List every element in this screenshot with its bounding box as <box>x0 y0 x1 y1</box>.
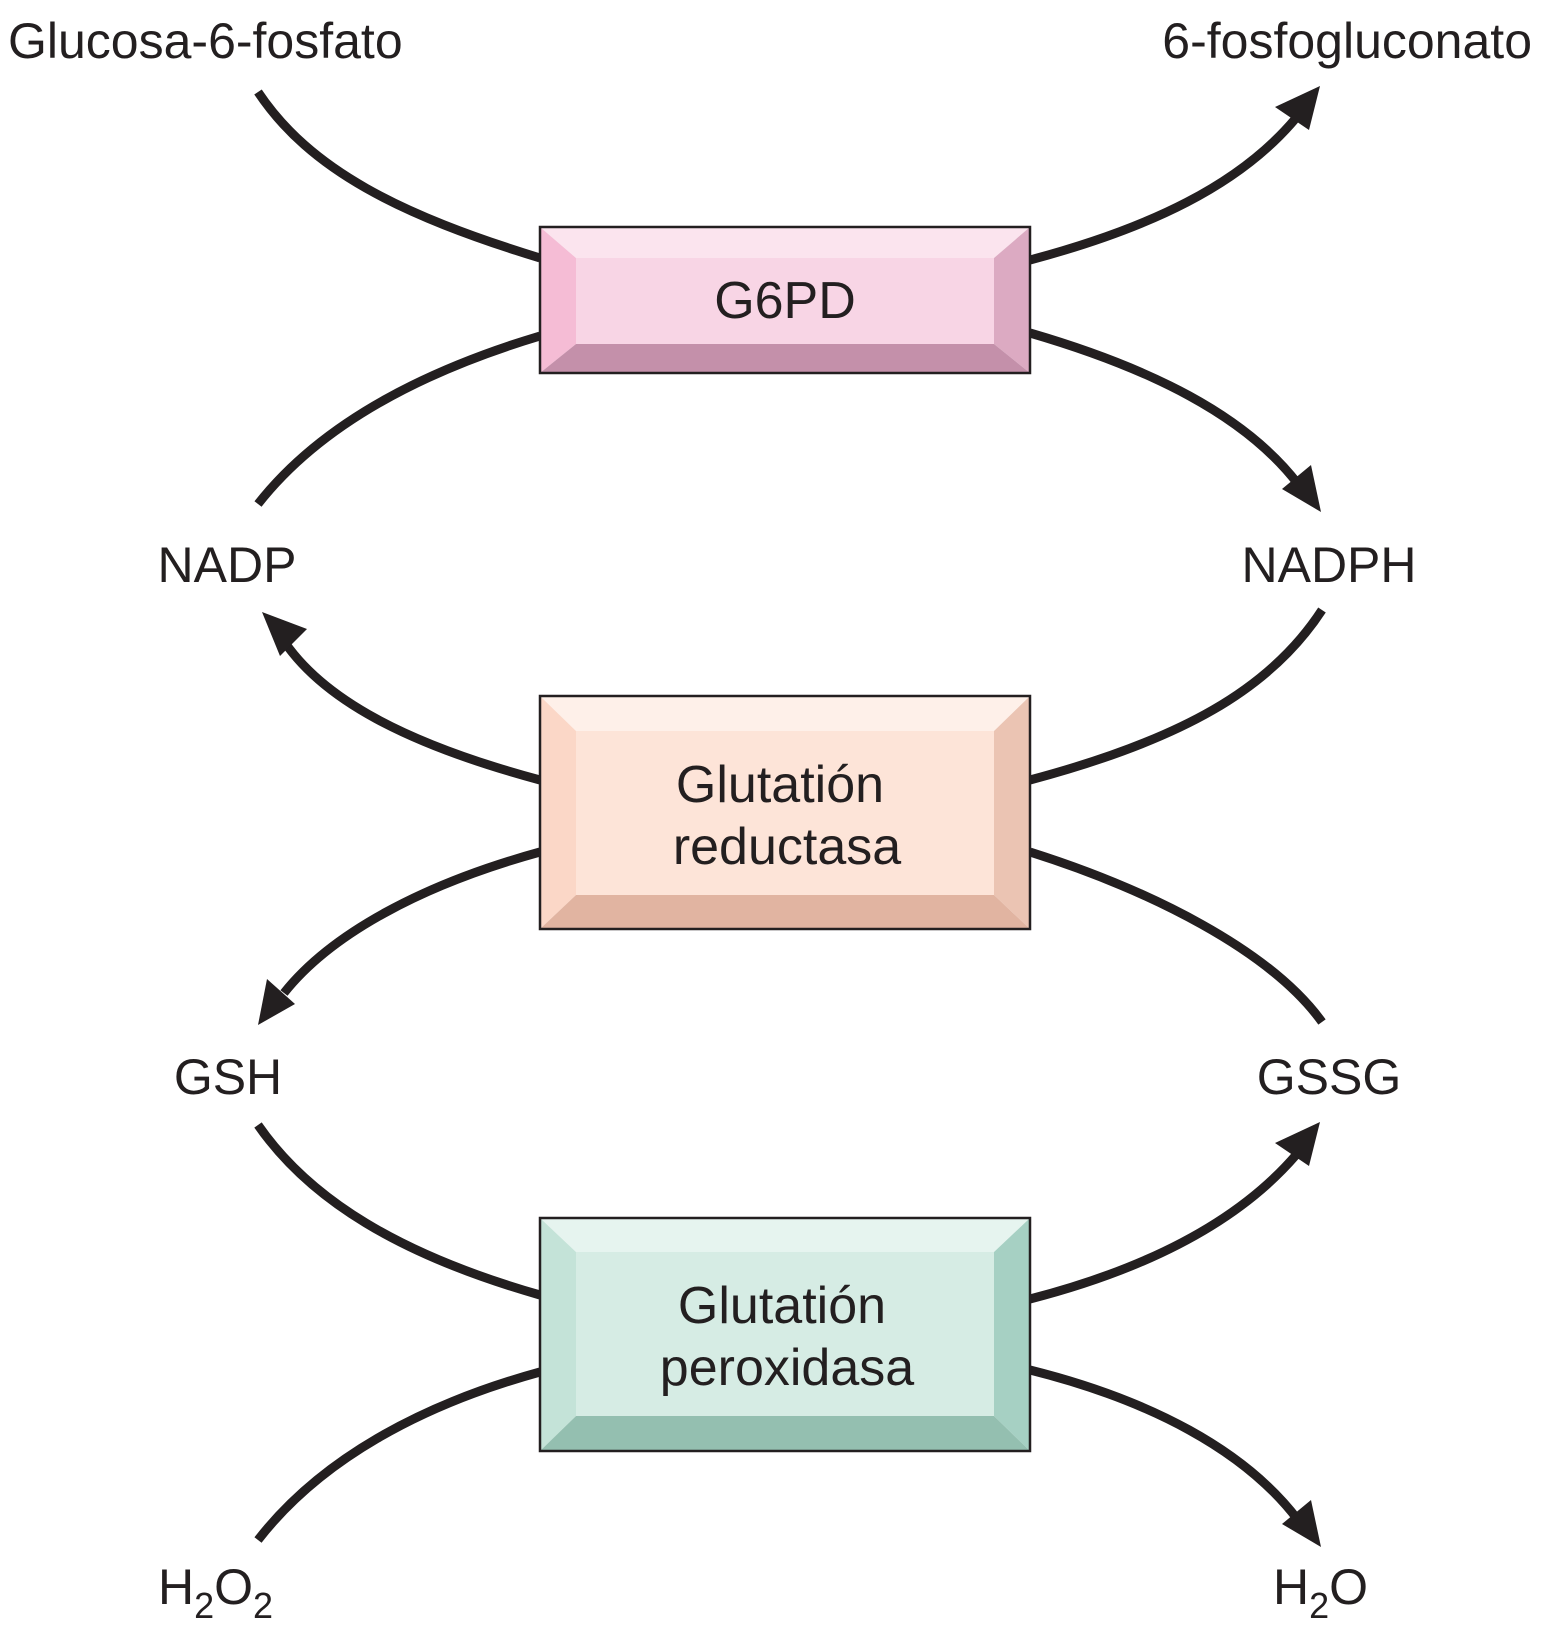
peroxidase-bevel-left <box>540 1218 576 1451</box>
label-glucose-6-phosphate: Glucosa-6-fosfato <box>8 13 403 69</box>
g6pd-bevel-bottom <box>540 344 1030 373</box>
g6pd-bevel-top <box>540 227 1030 258</box>
arc-phosphogluconate-out <box>1028 115 1300 265</box>
arrowhead-nadp <box>262 612 307 656</box>
reductase-bevel-bottom <box>540 895 1030 929</box>
arc-gsh-in <box>254 1122 542 1300</box>
h2o2-subscript-2: 2 <box>253 1585 273 1626</box>
h2o-h: H <box>1273 1559 1309 1615</box>
enzyme-label-reductase-line2: reductasa <box>673 818 901 876</box>
h2o2-h: H <box>158 1559 194 1615</box>
enzyme-label-peroxidase-line1: Glutatión <box>678 1277 886 1335</box>
enzyme-label-reductase-line1: Glutatión <box>676 756 884 814</box>
arc-nadph-in <box>1028 607 1326 785</box>
h2o-o: O <box>1329 1559 1368 1615</box>
arc-gssg-in <box>1028 847 1326 1025</box>
label-gssg: GSSG <box>1257 1049 1401 1105</box>
peroxidase-outline <box>538 1216 1032 1453</box>
arc-nadph-out <box>1028 328 1302 487</box>
reductase-bevel-top <box>540 696 1030 731</box>
peroxidase-bevel-top <box>540 1218 1030 1252</box>
enzyme-label-g6pd: G6PD <box>714 272 856 330</box>
label-nadph: NADPH <box>1241 537 1416 593</box>
enzyme-box-glutathione-peroxidase: Glutatión peroxidasa <box>538 1216 1032 1453</box>
arrowhead-nadph <box>1282 465 1321 512</box>
label-h2o: H2O <box>1273 1559 1368 1626</box>
enzyme-label-peroxidase-line2: peroxidasa <box>660 1339 914 1397</box>
arc-gsh-out <box>280 847 542 996</box>
arrowhead-phosphogluconate <box>1275 86 1320 130</box>
arc-gssg-out <box>1028 1152 1300 1304</box>
label-gsh: GSH <box>174 1049 282 1105</box>
arc-glucose6p-in <box>254 89 542 263</box>
arrowhead-h2o <box>1282 1500 1321 1547</box>
reductase-bevel-left <box>540 696 576 929</box>
label-nadp: NADP <box>158 537 297 593</box>
arrowhead-gssg <box>1275 1122 1320 1166</box>
arc-h2o2-in <box>254 1367 542 1543</box>
arc-nadp-in <box>254 331 542 507</box>
g6pd-outline <box>538 225 1032 375</box>
arc-h2o-out <box>1028 1365 1302 1523</box>
h2o-subscript: 2 <box>1309 1585 1329 1626</box>
peroxidase-bevel-right <box>994 1218 1030 1451</box>
enzyme-box-g6pd: G6PD <box>538 225 1032 375</box>
reductase-bevel-right <box>994 696 1030 929</box>
h2o2-subscript-1: 2 <box>194 1585 214 1626</box>
reductase-face <box>576 731 994 895</box>
arrowhead-gsh <box>258 979 295 1025</box>
g6pd-face <box>576 258 994 344</box>
peroxidase-bevel-bottom <box>540 1416 1030 1451</box>
enzyme-box-glutathione-reductase: Glutatión reductasa <box>538 694 1032 931</box>
h2o2-o: O <box>214 1559 253 1615</box>
g6pd-bevel-right <box>994 227 1030 373</box>
g6pd-bevel-left <box>540 227 576 373</box>
label-h2o2: H2O2 <box>158 1559 273 1626</box>
arc-nadp-out <box>276 632 542 785</box>
label-6-phosphogluconate: 6-fosfogluconato <box>1162 13 1532 69</box>
peroxidase-face <box>576 1252 994 1416</box>
reductase-outline <box>538 694 1032 931</box>
